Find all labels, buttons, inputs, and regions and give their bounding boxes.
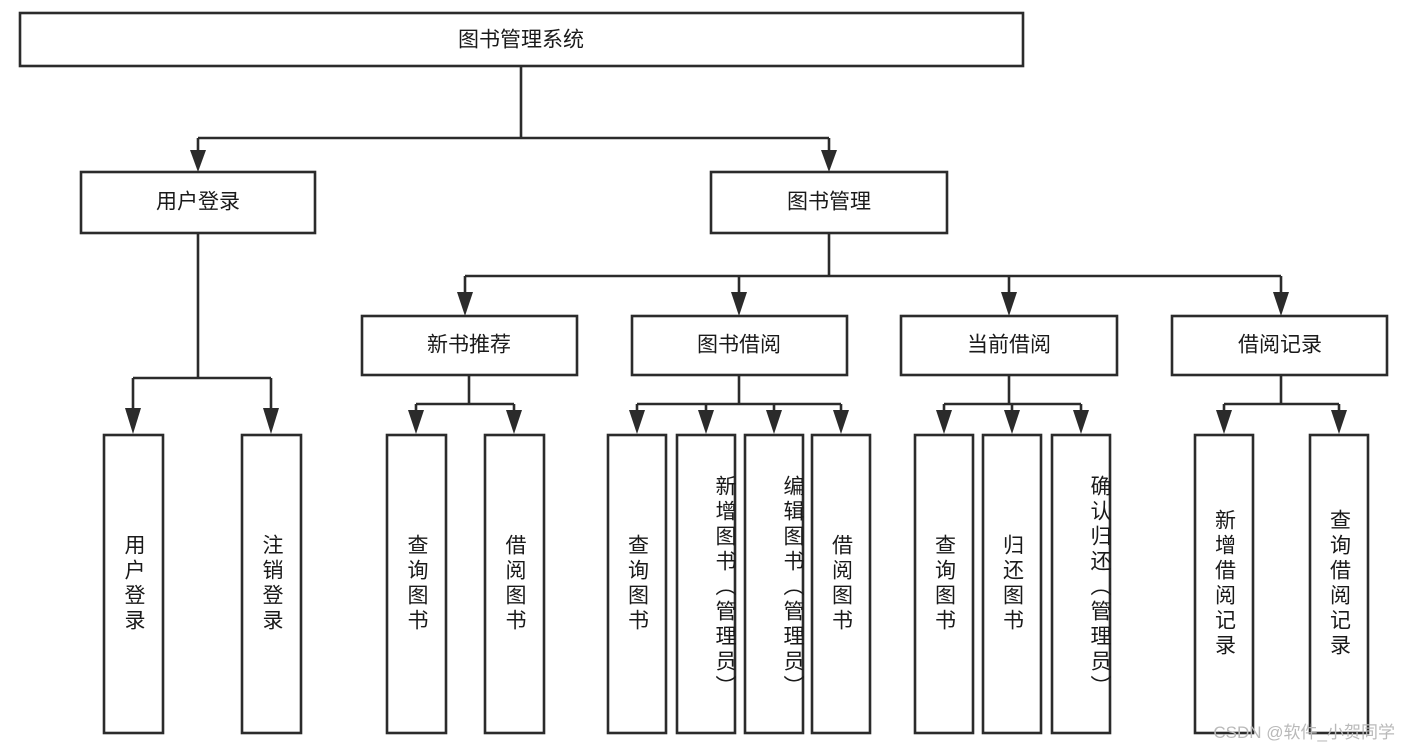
leaf-node-add-record[interactable]: [1193, 433, 1255, 735]
leaf-node-borrow-book-2[interactable]: [810, 433, 872, 735]
arrow-head-new-book-recommend: [457, 292, 473, 316]
leaf-box-query-book-2[interactable]: [606, 433, 668, 735]
node-label-book-management: 图书管理: [787, 191, 871, 214]
leaf-node-return-book[interactable]: [981, 433, 1043, 735]
node-box-new-book-recommend[interactable]: [360, 314, 579, 377]
arrow-head-leaf-edit-book: [766, 410, 782, 434]
arrow-head-leaf-query-book-1: [408, 410, 424, 434]
node-label-borrow-record: 借阅记录: [1238, 334, 1322, 357]
leaf-node-confirm-return[interactable]: [1050, 433, 1112, 735]
arrow-head-leaf-add-book: [698, 410, 714, 434]
leaf-node-query-book-2[interactable]: [606, 433, 668, 735]
node-box-root-system[interactable]: [18, 11, 1025, 68]
leaf-node-query-book-3[interactable]: [913, 433, 975, 735]
arrow-head-leaf-return-book: [1004, 410, 1020, 434]
leaf-node-borrow-book-1[interactable]: [483, 433, 546, 735]
leaf-box-logout-login[interactable]: [240, 433, 303, 735]
connector-group-borrow-record: [1216, 375, 1347, 434]
node-box-book-borrow[interactable]: [630, 314, 849, 377]
leaf-box-query-book-3[interactable]: [913, 433, 975, 735]
leaf-node-query-book-1[interactable]: [385, 433, 448, 735]
node-box-book-management[interactable]: [709, 170, 949, 235]
leaf-box-confirm-return[interactable]: [1050, 433, 1112, 735]
arrow-head-leaf-add-record: [1216, 410, 1232, 434]
leaf-box-query-book-1[interactable]: [385, 433, 448, 735]
arrow-head-leaf-query-book-3: [936, 410, 952, 434]
arrow-head-leaf-confirm-return: [1073, 410, 1089, 434]
node-book-borrow[interactable]: 图书借阅: [630, 314, 849, 377]
arrow-head-leaf-borrow-book-1: [506, 410, 522, 434]
arrow-head-borrow-record: [1273, 292, 1289, 316]
leaf-node-logout-login[interactable]: [240, 433, 303, 735]
connector-group-book-borrow: [629, 375, 849, 434]
arrow-head-leaf-query-book-2: [629, 410, 645, 434]
node-new-book-recommend[interactable]: 新书推荐: [360, 314, 579, 377]
leaf-box-user-login[interactable]: [102, 433, 165, 735]
arrow-head-leaf-logout-login: [263, 408, 279, 434]
node-box-borrow-record[interactable]: [1170, 314, 1389, 377]
node-label-new-book-recommend: 新书推荐: [427, 334, 511, 357]
leaf-box-return-book[interactable]: [981, 433, 1043, 735]
arrow-head-user-login: [190, 150, 206, 172]
arrow-head-leaf-user-login: [125, 408, 141, 434]
node-root-system[interactable]: 图书管理系统: [18, 11, 1025, 68]
connector-group-book-management: [457, 233, 1289, 316]
node-box-user-login[interactable]: [79, 170, 317, 235]
arrow-head-book-management: [821, 150, 837, 172]
node-box-current-borrow[interactable]: [899, 314, 1119, 377]
connector-group-current-borrow: [936, 375, 1089, 434]
leaf-box-borrow-book-1[interactable]: [483, 433, 546, 735]
node-label-user-login: 用户登录: [156, 191, 240, 214]
leaf-box-add-book[interactable]: [675, 433, 737, 735]
leaf-node-query-record[interactable]: [1308, 433, 1370, 735]
leaf-box-edit-book[interactable]: [743, 433, 805, 735]
leaf-box-query-record[interactable]: [1308, 433, 1370, 735]
leaf-box-borrow-book-2[interactable]: [810, 433, 872, 735]
node-user-login[interactable]: 用户登录: [79, 170, 317, 235]
leaf-node-user-login[interactable]: [102, 433, 165, 735]
node-label-book-borrow: 图书借阅: [697, 334, 781, 357]
node-book-management[interactable]: 图书管理: [709, 170, 949, 235]
node-borrow-record[interactable]: 借阅记录: [1170, 314, 1389, 377]
connector-group-user-login: [125, 233, 279, 434]
arrow-head-current-borrow: [1001, 292, 1017, 316]
node-label-current-borrow: 当前借阅: [967, 334, 1051, 357]
node-label-root-system: 图书管理系统: [458, 29, 584, 52]
arrow-head-leaf-borrow-book-2: [833, 410, 849, 434]
connector-group-root: [190, 66, 837, 172]
connector-group-new-book-recommend: [408, 375, 522, 434]
leaf-box-add-record[interactable]: [1193, 433, 1255, 735]
leaf-node-add-book[interactable]: [675, 433, 737, 735]
arrow-head-leaf-query-record: [1331, 410, 1347, 434]
arrow-head-book-borrow: [731, 292, 747, 316]
node-current-borrow[interactable]: 当前借阅: [899, 314, 1119, 377]
leaf-node-edit-book[interactable]: [743, 433, 805, 735]
